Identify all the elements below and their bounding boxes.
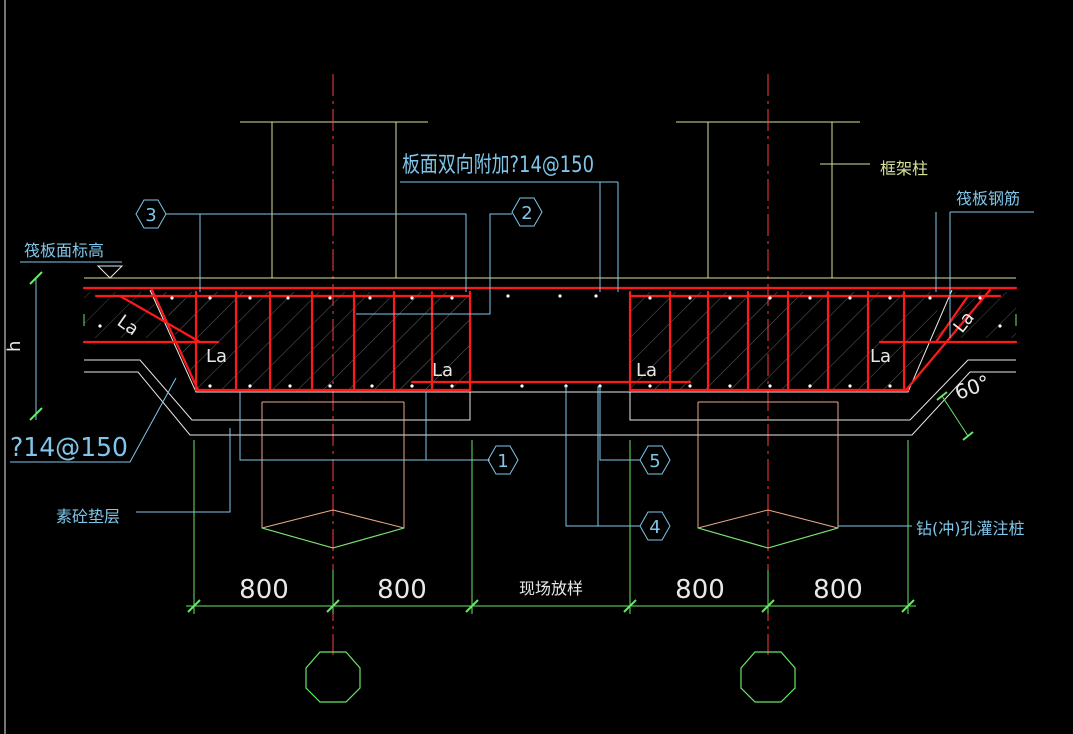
edge-hatch-left: [84, 292, 166, 338]
callout-1-icon: [487, 445, 519, 475]
dimension-value: 800: [377, 575, 427, 605]
callout-2-number: 2: [521, 203, 532, 224]
pile-tips: [261, 527, 839, 549]
axis-marker-right-icon: [740, 651, 796, 703]
pit-hatch-left: [160, 292, 470, 392]
callout-3-icon: [135, 199, 167, 229]
angle-label: 60°: [952, 370, 994, 405]
rebar-dots: [98, 294, 1002, 388]
slab-extra-rebar-label: 板面双向附加?14@150: [402, 153, 594, 178]
dimension-line: [29, 271, 1017, 614]
callout-4-number: 4: [649, 517, 660, 538]
callout-4-icon: [639, 511, 671, 541]
dimension-value: 800: [239, 575, 289, 605]
anchorage-label: La: [870, 346, 891, 367]
bored-pile-label: 钻(冲)孔灌注桩: [916, 519, 1025, 538]
callout-5-number: 5: [649, 451, 660, 472]
frame-columns: [240, 121, 870, 278]
callout-5-icon: [639, 445, 671, 475]
dimension-value: 800: [675, 575, 725, 605]
callout-circles: [135, 197, 671, 541]
raft-rebar-label: 筏板钢筋: [956, 189, 1020, 208]
frame-column-label: 框架柱: [880, 159, 928, 178]
rebar: [82, 286, 1018, 392]
bottom-rebar-label: ?14@150: [10, 433, 128, 463]
callout-2-icon: [511, 197, 543, 227]
callout-3-number: 3: [145, 205, 156, 226]
dimension-value: 现场放样: [519, 579, 583, 598]
callout-1-number: 1: [497, 451, 508, 472]
h-dimension-label: h: [4, 341, 25, 352]
edge-hatch-right: [934, 292, 1016, 338]
anchorage-label: La: [636, 360, 657, 381]
axis-marker-left-icon: [305, 651, 361, 703]
anchorage-label: La: [432, 360, 453, 381]
elevation-marker-icon: [96, 265, 124, 279]
dimension-value: 800: [813, 575, 863, 605]
plain-concrete-cushion-label: 素砼垫层: [56, 507, 120, 526]
raft-top-elevation-label: 筏板面标高: [24, 241, 104, 260]
pit-gap: [472, 296, 628, 380]
leader-lines: [10, 181, 1034, 527]
anchorage-label: La: [206, 346, 227, 367]
